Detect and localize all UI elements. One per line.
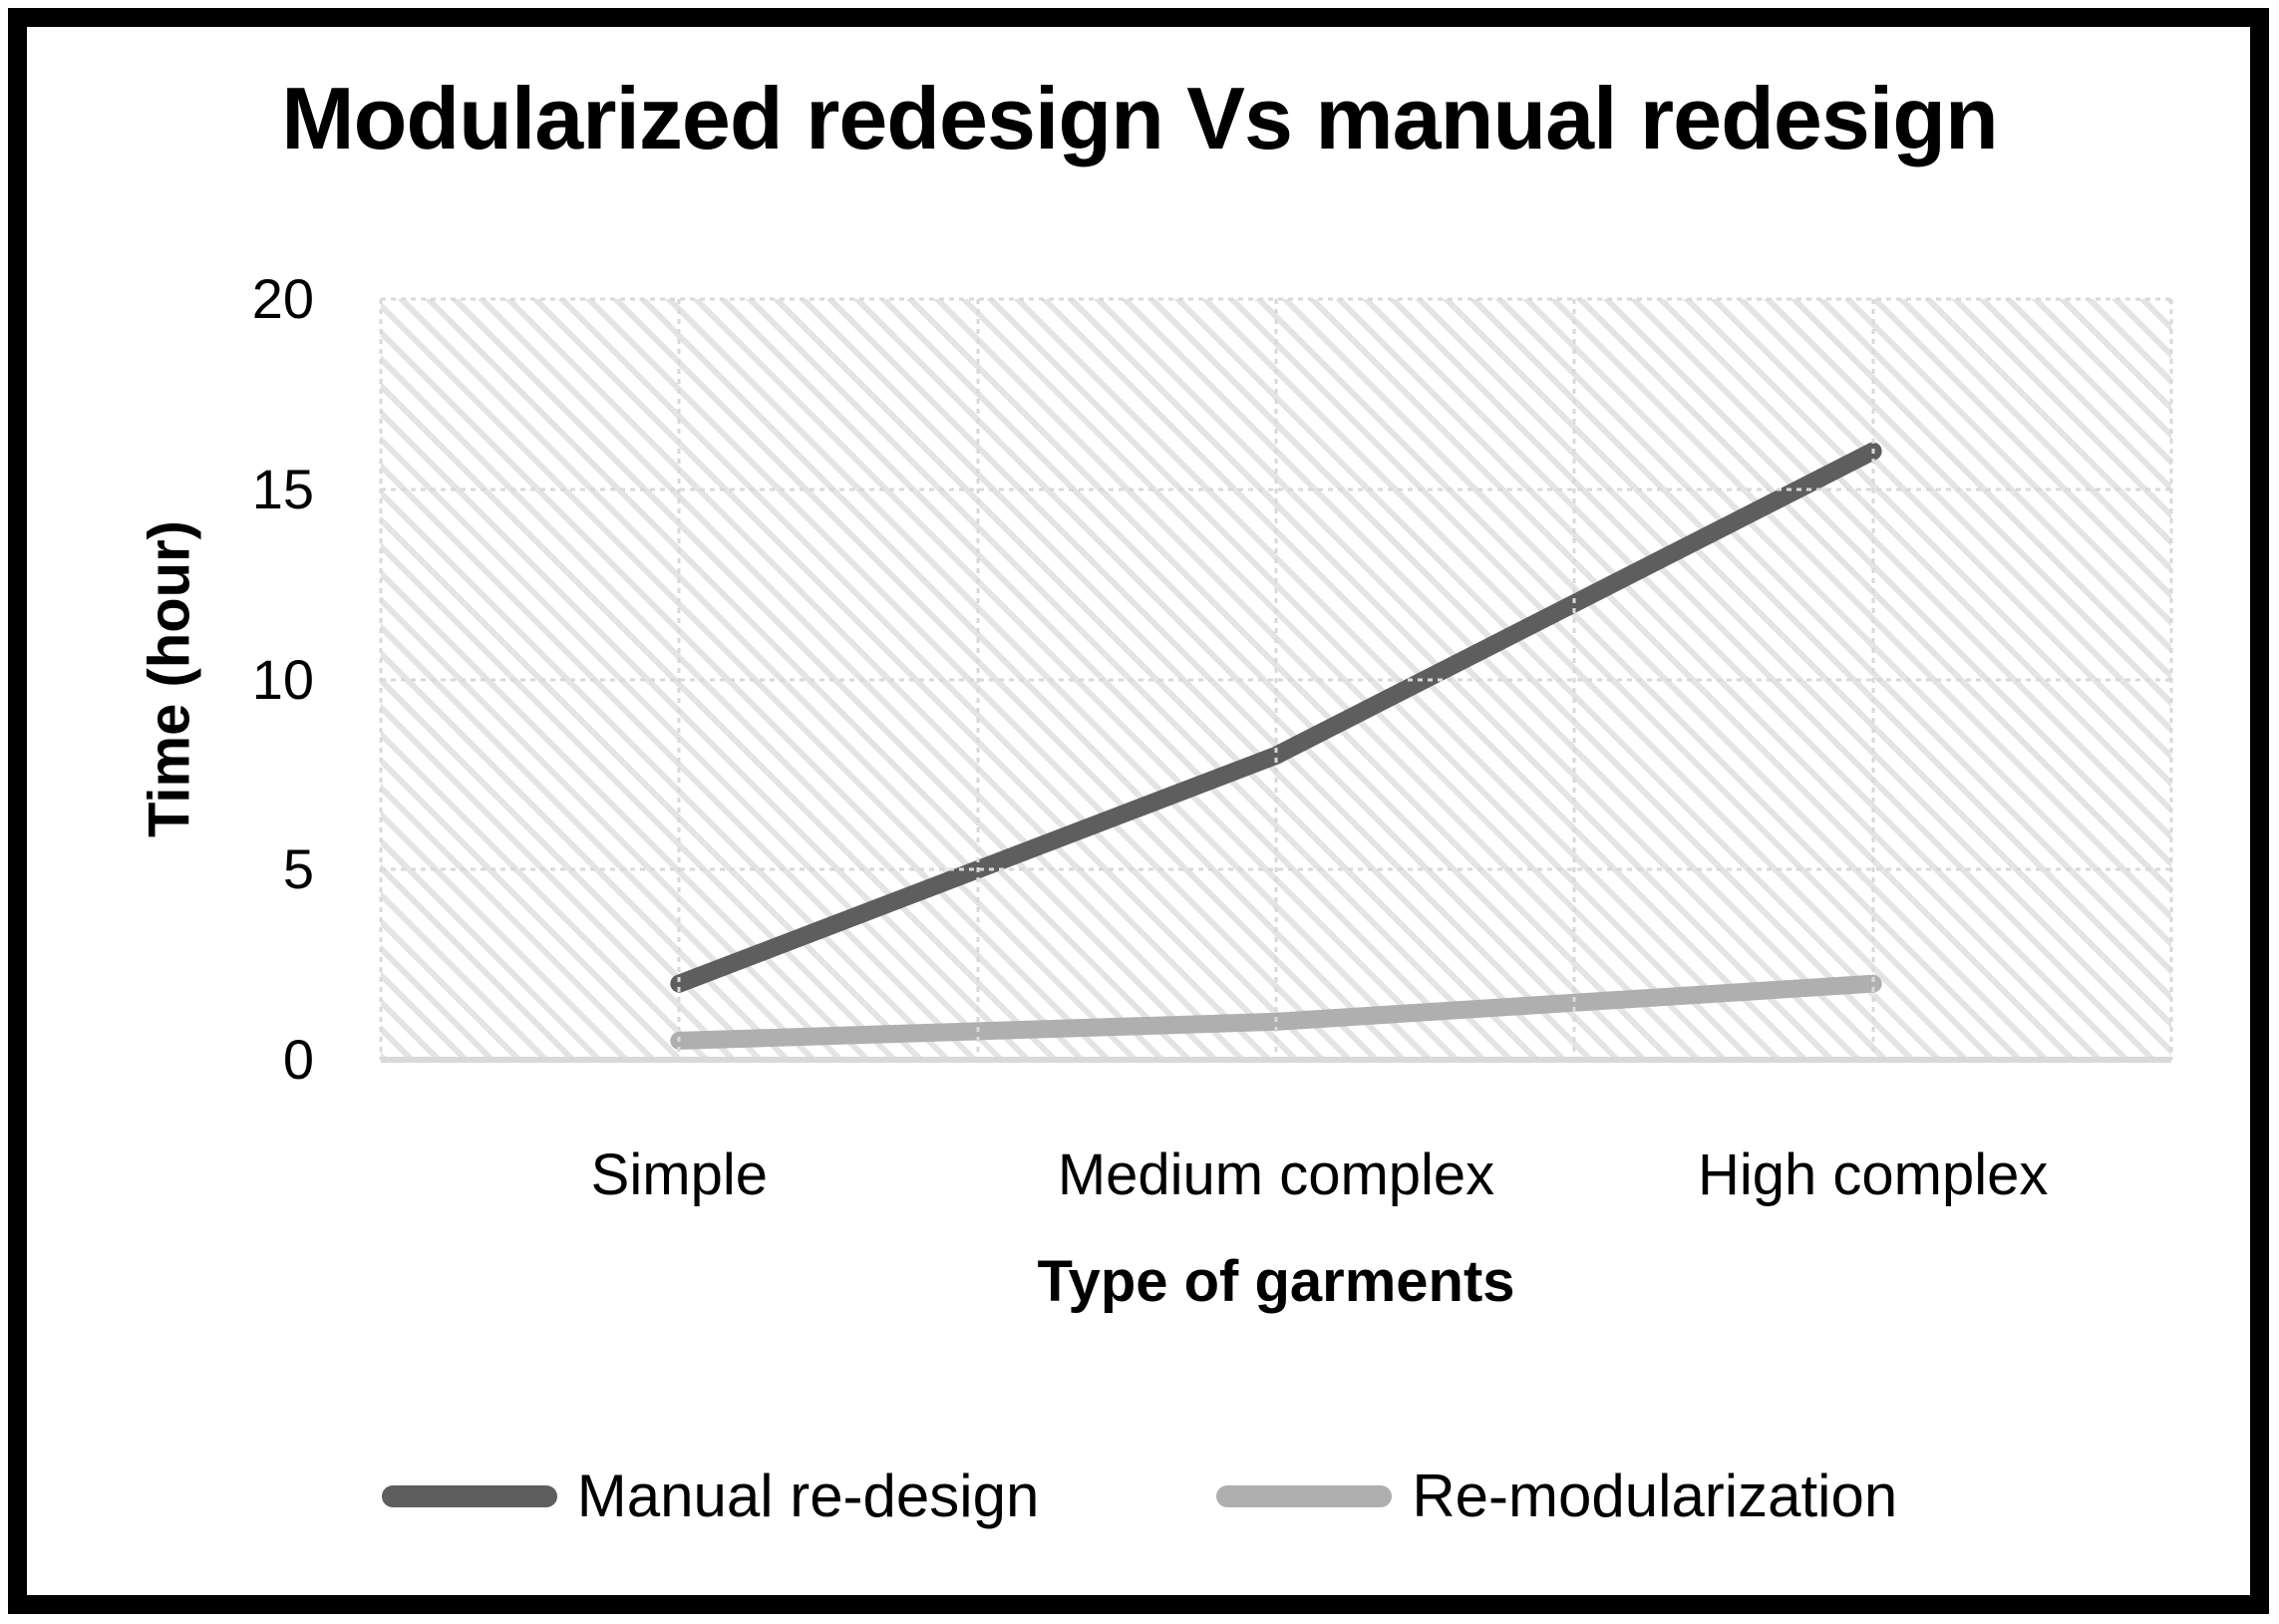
legend-label: Re-modularization (1412, 1462, 1898, 1529)
y-tick-label: 15 (251, 457, 314, 520)
y-tick-label: 5 (282, 837, 314, 901)
y-tick-label: 0 (282, 1028, 314, 1091)
legend-item: Re-modularization (1216, 1463, 1897, 1529)
x-axis-line (381, 1057, 2171, 1063)
gridline-vertical (1274, 299, 1278, 1060)
y-tick-label: 10 (251, 647, 314, 711)
legend-item: Manual re-design (381, 1462, 1040, 1529)
x-category-label: Simple (590, 1142, 768, 1207)
chart-title: Modularized redesign Vs manual redesign (281, 69, 1998, 167)
gridline-vertical (379, 299, 383, 1060)
chart-legend: Manual re-design Re-modularization (0, 1463, 2279, 1529)
y-tick-label: 20 (251, 267, 314, 330)
x-category-label: High complex (1697, 1142, 2049, 1207)
x-category-label: Medium complex (1057, 1142, 1495, 1207)
plot-area (379, 297, 2173, 1060)
gridline-vertical (976, 299, 980, 1060)
gridline-vertical (1572, 299, 1576, 1060)
x-axis-title: Type of garments (1037, 1249, 1515, 1314)
legend-label: Manual re-design (576, 1462, 1040, 1529)
gridline-vertical (1871, 299, 1875, 1060)
gridline-vertical (677, 299, 681, 1060)
legend-swatch (1216, 1485, 1393, 1507)
legend-swatch (381, 1485, 557, 1507)
gridline-vertical (2169, 299, 2173, 1060)
